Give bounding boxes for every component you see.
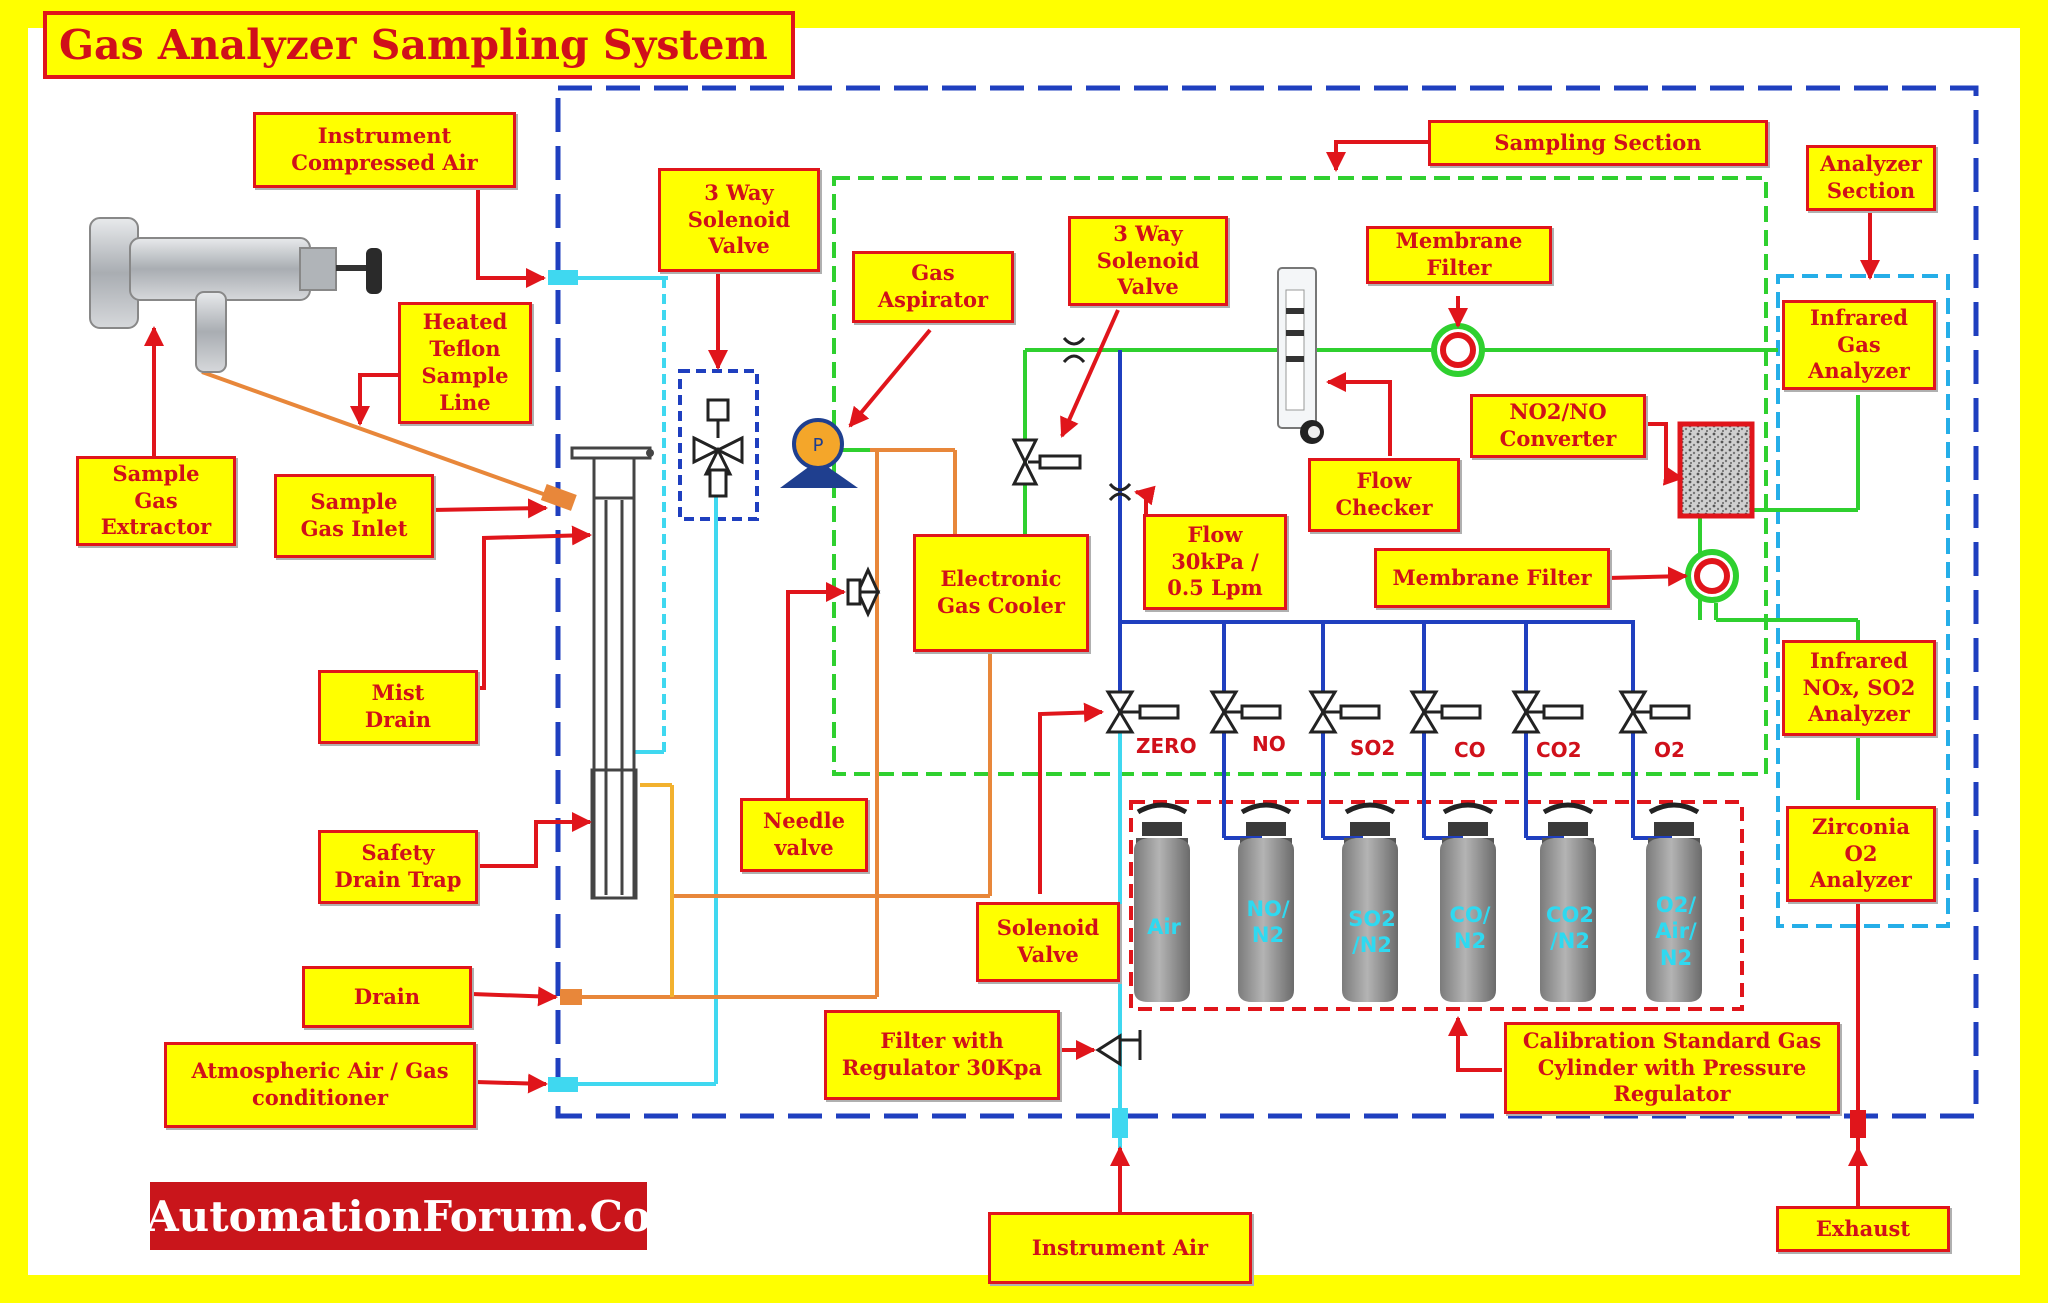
sampling-section-boundary — [832, 176, 1768, 776]
cylinder-label-no-n2: NO/ N2 — [1246, 897, 1290, 948]
cylinder-label-co-n2: CO/ N2 — [1449, 903, 1491, 954]
valve-label-co2: CO2 — [1536, 738, 1582, 762]
label-no2-no-converter: NO2/NO Converter — [1470, 394, 1646, 458]
label-3-way-solenoid-valve-sampling: 3 Way Solenoid Valve — [1068, 216, 1228, 306]
label-filter-with-regulator: Filter with Regulator 30Kpa — [824, 1010, 1060, 1100]
label-infrared-nox-so2-analyzer: Infrared NOx, SO2 Analyzer — [1782, 640, 1936, 736]
cylinder-label-air: Air — [1147, 915, 1181, 939]
label-flow-checker: Flow Checker — [1308, 458, 1460, 532]
mist-drain-vessel — [570, 446, 652, 900]
label-3-way-solenoid-valve-left: 3 Way Solenoid Valve — [658, 168, 820, 272]
label-heated-teflon-sample-line: Heated Teflon Sample Line — [398, 302, 532, 424]
valve-label-o2: O2 — [1654, 738, 1685, 762]
label-gas-aspirator: Gas Aspirator — [852, 251, 1014, 323]
valve-label-co: CO — [1454, 738, 1486, 762]
label-instrument-air: Instrument Air — [988, 1212, 1252, 1284]
label-membrane-filter-top: Membrane Filter — [1366, 226, 1552, 284]
cylinder-label-o2-air-n2: O2/ Air/ N2 — [1655, 893, 1697, 970]
label-infrared-gas-analyzer: Infrared Gas Analyzer — [1782, 300, 1936, 390]
brand-logo: AutomationForum.Co — [146, 1182, 651, 1250]
label-exhaust: Exhaust — [1776, 1206, 1950, 1252]
cylinder-label-co2-n2: CO2 /N2 — [1546, 903, 1594, 954]
no2-no-converter — [1677, 421, 1755, 519]
label-needle-valve: Needle valve — [740, 798, 868, 872]
valve-label-zero: ZERO — [1136, 734, 1197, 758]
page-title: Gas Analyzer Sampling System — [43, 11, 795, 79]
gas-aspirator-pump: P — [780, 418, 858, 488]
cylinder-label-so2-n2: SO2 /N2 — [1348, 907, 1396, 958]
label-membrane-filter-bottom: Membrane Filter — [1374, 548, 1610, 608]
label-solenoid-valve: Solenoid Valve — [976, 902, 1120, 982]
label-calibration-standard-gas-cylinder: Calibration Standard Gas Cylinder with P… — [1504, 1022, 1840, 1114]
label-analyzer-section: Analyzer Section — [1806, 145, 1936, 211]
label-safety-drain-trap: Safety Drain Trap — [318, 830, 478, 904]
sample-gas-extractor — [89, 217, 382, 373]
valve-label-so2: SO2 — [1350, 736, 1396, 760]
label-electronic-gas-cooler: Electronic Gas Cooler — [913, 534, 1089, 652]
label-sampling-section: Sampling Section — [1428, 120, 1768, 166]
svg-text:P: P — [813, 435, 824, 456]
system-boundary — [555, 85, 1979, 1119]
membrane-filter-bottom — [1685, 549, 1739, 603]
valve-label-no: NO — [1252, 732, 1286, 756]
solenoid-valve-enclosure — [678, 369, 759, 521]
label-mist-drain: Mist Drain — [318, 670, 478, 744]
calibration-gas-cylinders — [1134, 802, 1702, 1002]
label-zirconia-o2-analyzer: Zirconia O2 Analyzer — [1786, 806, 1936, 902]
label-instrument-compressed-air: Instrument Compressed Air — [253, 112, 516, 188]
flow-checker-rotameter — [1277, 267, 1324, 444]
label-drain: Drain — [302, 966, 472, 1028]
calibration-gas-boundary — [1129, 800, 1744, 1011]
label-sample-gas-extractor: Sample Gas Extractor — [76, 456, 236, 546]
label-flow-rate: Flow 30kPa / 0.5 Lpm — [1143, 514, 1287, 610]
label-sample-gas-inlet: Sample Gas Inlet — [274, 474, 434, 558]
membrane-filter-top — [1431, 323, 1485, 377]
label-atmospheric-air-gas-conditioner: Atmospheric Air / Gas conditioner — [164, 1042, 476, 1128]
